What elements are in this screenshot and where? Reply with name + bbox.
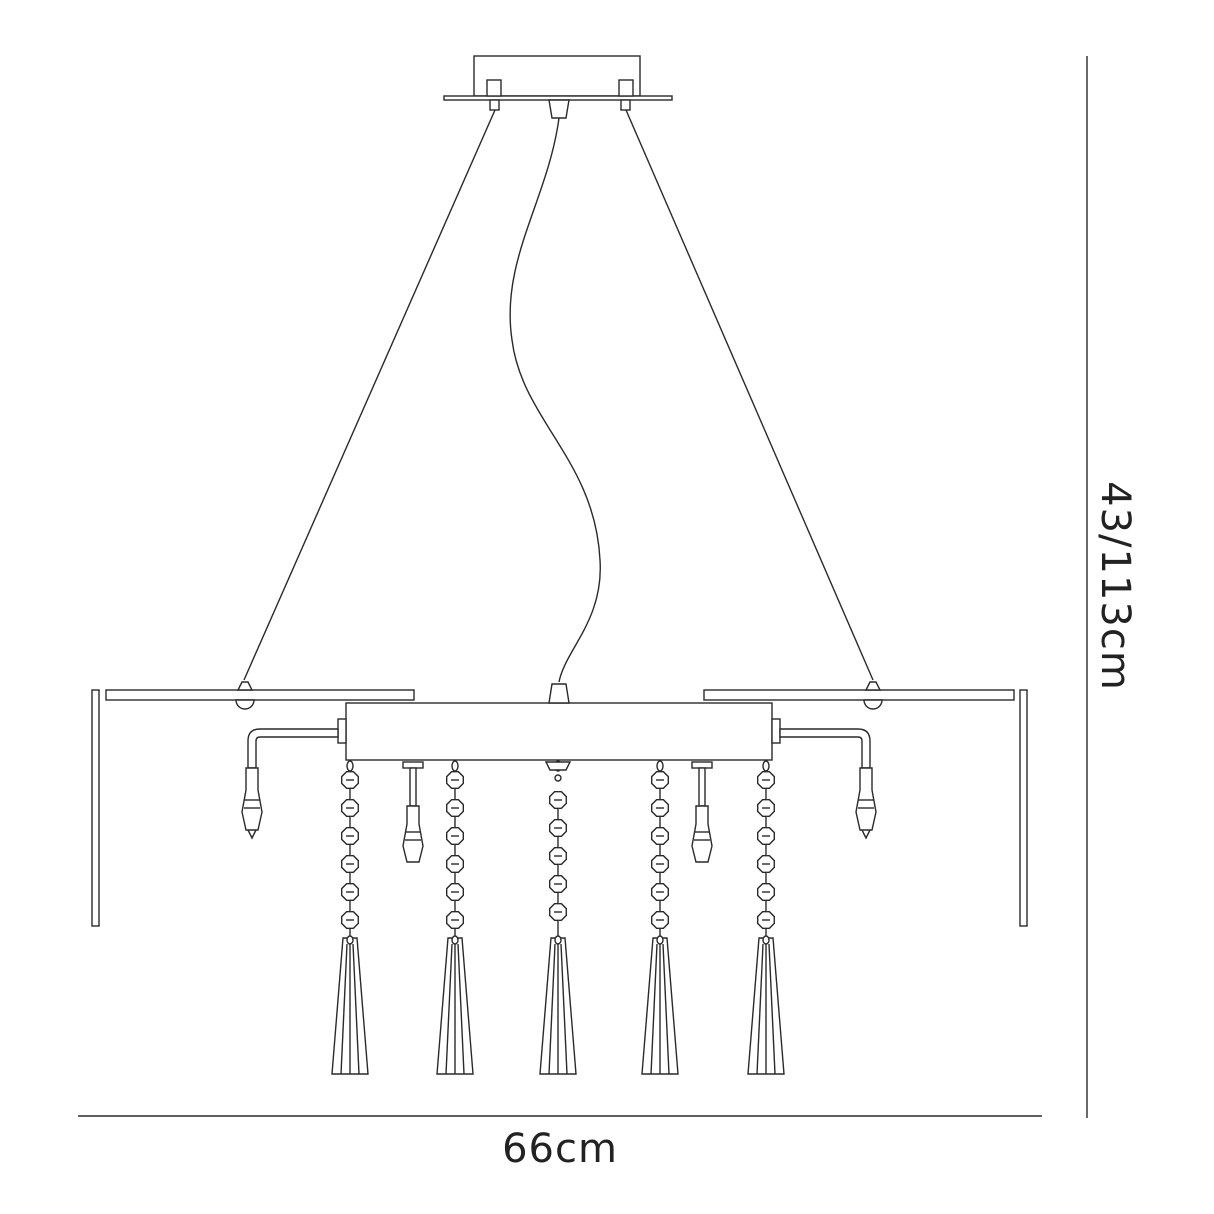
crystal-drop: [747, 935, 785, 1075]
crystal-strand: [331, 760, 369, 1075]
height-dimension-label: 43/113cm: [1092, 481, 1138, 691]
crystal-drop: [539, 935, 577, 1075]
power-cable: [509, 117, 601, 683]
inner-bulb-right: [691, 761, 713, 863]
ceiling-plate: [443, 55, 673, 119]
crystal-drop: [331, 935, 369, 1075]
width-dimension-label: 66cm: [502, 1126, 618, 1172]
crystal-strand: [436, 760, 474, 1075]
crystal-drop: [436, 935, 474, 1075]
crystal-strand: [539, 760, 577, 1075]
crystal-strand: [747, 760, 785, 1075]
crystal-drop: [641, 935, 679, 1075]
crystal-strand: [641, 760, 679, 1075]
right-glass-panel: [703, 681, 1028, 927]
left-glass-panel: [91, 681, 415, 927]
crystal-strands: [331, 760, 785, 1075]
left-arm: [241, 728, 339, 840]
right-arm: [779, 728, 877, 840]
central-bar: [337, 683, 781, 761]
suspension-cables: [243, 109, 874, 681]
inner-bulb-left: [402, 761, 424, 863]
